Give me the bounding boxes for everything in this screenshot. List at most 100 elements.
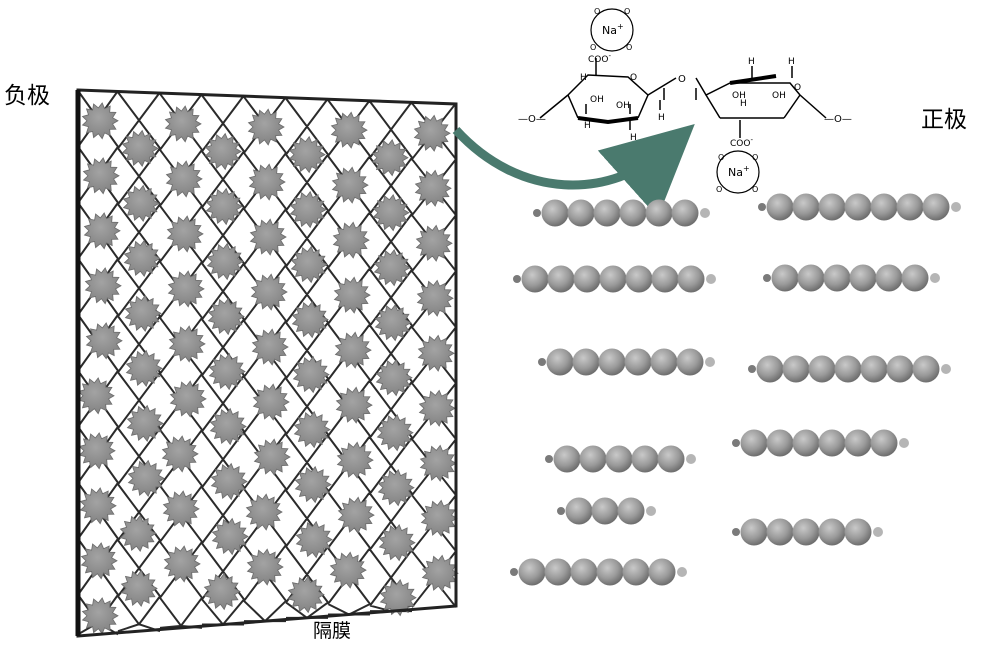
chain-bead [570,558,598,586]
negative-electrode-label: 负极 [4,83,50,109]
bead-chain [513,265,716,293]
chain-end-bead [951,202,961,212]
ring-oxygen-label: O [626,43,632,52]
active-particle [252,383,290,421]
active-particle [209,407,247,446]
separator-label: 隔膜 [313,620,352,642]
active-particle [210,462,248,501]
active-particle [168,325,206,363]
active-particle [332,221,370,259]
ring-oxygen-label: O [716,185,722,194]
active-particle [246,548,284,586]
chain-bead [844,193,872,221]
ring-oxygen-label: O [630,73,637,83]
chain-end-bead [533,209,541,217]
chain-end-bead [686,454,696,464]
positive-material-chains [510,193,961,586]
active-particle [378,524,416,562]
active-particle [206,242,244,281]
active-particle [250,273,288,311]
ring-oxygen-label: O [594,7,600,16]
chain-bead [766,518,794,546]
chain-bead [740,518,768,546]
chain-bead [870,193,898,221]
chain-bead [886,355,914,383]
active-particle [82,157,120,195]
chain-end-bead [538,358,546,366]
active-particle [211,517,249,556]
chain-bead [860,355,888,383]
chain-end-bead [748,365,756,373]
chain-end-bead [941,364,951,374]
active-particle [169,380,207,418]
chain-bead [651,265,679,293]
chain-bead [797,264,825,292]
chain-bead [544,558,572,586]
glycosidic-oxygen-label: O [678,74,686,85]
positive-electrode-label: 正极 [921,107,967,133]
ring-oxygen-label: O [590,43,596,52]
active-particle [245,493,283,531]
chain-end-bead [646,506,656,516]
active-particle [293,410,331,449]
active-particle [336,441,374,479]
left-sugar-ring [539,58,677,130]
active-particle [334,331,372,369]
right-sugar-ring [695,66,827,138]
carboxylate-label-bottom: COO- [730,136,753,149]
ring-oxygen-label: O [794,83,801,93]
chain-bead [896,193,924,221]
chain-bead [756,355,784,383]
active-particle [123,239,161,277]
ring-oxygen-label: O [752,153,758,162]
ring-oxygen-label: O [718,153,724,162]
chain-end-bead [763,274,771,282]
hydroxyl-label: OH [590,95,604,105]
chain-bead [912,355,940,383]
chain-end-bead [930,273,940,283]
chain-bead [579,445,607,473]
hydroxyl-label: OH [732,91,746,101]
chain-bead [792,193,820,221]
chain-bead [599,265,627,293]
hydrogen-label: H [748,57,755,67]
chain-bead [619,199,647,227]
crown-ether-top: Na+ O O O O [590,7,634,52]
chain-bead [818,193,846,221]
active-particle [371,139,409,177]
active-particle [420,499,458,537]
active-particle [85,322,123,360]
chain-bead [648,558,676,586]
active-particle [291,300,329,339]
chain-bead [657,445,685,473]
active-particle [288,135,326,174]
chain-bead [650,348,678,376]
bead-chain [545,445,696,473]
chain-bead [849,264,877,292]
chain-bead [834,355,862,383]
hydrogen-label: H [740,99,747,109]
chain-bead [844,518,872,546]
hydrogen-label: H [788,57,795,67]
chain-end-bead [700,208,710,218]
chain-end-bead [732,439,740,447]
active-particle [416,279,454,317]
chain-end-bead [899,438,909,448]
chain-bead [844,429,872,457]
chain-bead [631,445,659,473]
chain-end-right: —O— [824,114,852,125]
chain-end-bead [557,507,565,515]
bead-chain [732,518,883,546]
bead-chain [763,264,940,292]
chain-bead [766,429,794,457]
active-particle [163,545,201,583]
ring-oxygen-label: O [624,7,630,16]
active-particle [81,597,119,635]
active-particle [251,328,289,366]
chain-bead [622,558,650,586]
active-particle [333,276,371,314]
active-particle [125,349,163,387]
hydrogen-label: H [584,121,591,131]
active-particle [162,490,200,528]
